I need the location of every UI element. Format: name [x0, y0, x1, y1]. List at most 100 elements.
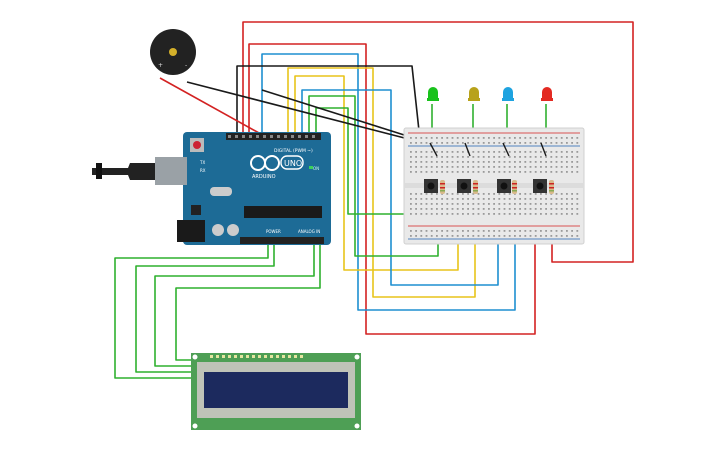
- breadboard-hole: [482, 166, 485, 168]
- breadboard-hole: [482, 156, 485, 158]
- breadboard-hole: [508, 171, 511, 173]
- lcd-16x2[interactable]: [191, 353, 361, 430]
- breadboard-hole: [514, 213, 516, 215]
- resistor-3[interactable]: [512, 180, 517, 194]
- wire-green-lcd-2[interactable]: [135, 244, 275, 373]
- breadboard-hole: [566, 142, 568, 144]
- breadboard-hole: [555, 151, 558, 153]
- buzzer-minus-label: -: [185, 62, 187, 69]
- breadboard-hole: [441, 171, 443, 173]
- breadboard-hole: [410, 193, 412, 195]
- breadboard-hole: [472, 198, 475, 200]
- breadboard-hole: [477, 156, 480, 158]
- breadboard-hole: [415, 151, 417, 153]
- breadboard-hole: [451, 137, 454, 139]
- arduino-uno[interactable]: DIGITAL (PWM ~) ARDUINO UNO ON TX RX POW…: [92, 132, 331, 245]
- breadboard-hole: [524, 193, 527, 195]
- wire-green-lcd-1[interactable]: [114, 244, 269, 379]
- breadboard-hole: [477, 151, 480, 153]
- led-green[interactable]: [427, 87, 439, 101]
- breadboard-holes: [410, 137, 579, 237]
- wire-green-lcd-4[interactable]: [175, 244, 321, 361]
- breadboard-hole: [430, 161, 433, 163]
- lcd-hole-br: [354, 423, 360, 429]
- wire-yellow-1[interactable]: [287, 67, 476, 298]
- breadboard-hole: [514, 161, 516, 163]
- breadboard-hole: [534, 151, 537, 153]
- breadboard-hole: [540, 142, 542, 144]
- pushbutton-1[interactable]: [424, 179, 438, 193]
- breadboard-hole: [498, 161, 501, 163]
- breadboard-hole: [524, 137, 527, 139]
- breadboard-hole: [488, 142, 490, 144]
- wire-black-buzzer[interactable]: [186, 81, 421, 143]
- pushbutton-3[interactable]: [497, 179, 511, 193]
- breadboard-hole: [467, 193, 469, 195]
- resistor-4[interactable]: [549, 180, 554, 194]
- breadboard-hole: [451, 213, 454, 215]
- breadboard-hole: [540, 137, 542, 139]
- breadboard-hole: [451, 171, 454, 173]
- breadboard-hole: [456, 161, 459, 163]
- breadboard-hole: [420, 198, 423, 200]
- breadboard-hole: [488, 166, 490, 168]
- wire-green-1[interactable]: [308, 95, 439, 257]
- breadboard[interactable]: [403, 127, 585, 245]
- led-red[interactable]: [541, 87, 553, 101]
- breadboard-hole: [529, 193, 532, 195]
- breadboard-hole: [498, 213, 501, 215]
- wire-red-top-loop[interactable]: [242, 21, 634, 263]
- breadboard-hole: [425, 156, 428, 158]
- wire-green-2[interactable]: [315, 107, 425, 215]
- breadboard-hole: [410, 161, 412, 163]
- breadboard-hole: [524, 161, 527, 163]
- piezo-buzzer[interactable]: + -: [150, 29, 196, 75]
- breadboard-hole: [545, 203, 547, 205]
- pushbutton-4[interactable]: [533, 179, 547, 193]
- breadboard-hole: [571, 161, 573, 163]
- breadboard-hole: [576, 213, 579, 215]
- breadboard-hole: [560, 161, 563, 163]
- breadboard-hole: [498, 230, 501, 232]
- led-yellow[interactable]: [468, 87, 480, 101]
- breadboard-hole: [576, 171, 579, 173]
- wire-yellow-2[interactable]: [294, 75, 459, 271]
- breadboard-hole: [451, 161, 454, 163]
- wire-green-lcd-3[interactable]: [154, 244, 315, 367]
- resistor-2[interactable]: [473, 180, 478, 194]
- breadboard-hole: [456, 156, 459, 158]
- wire-red-2[interactable]: [248, 43, 536, 335]
- wire-black-gnd[interactable]: [236, 65, 421, 141]
- led-leads: [429, 142, 547, 157]
- breadboard-hole: [493, 208, 495, 210]
- pushbutton-2[interactable]: [457, 179, 471, 193]
- breadboard-hole: [545, 161, 547, 163]
- breadboard-hole: [441, 203, 443, 205]
- breadboard-hole: [519, 208, 521, 210]
- breadboard-hole: [415, 137, 417, 139]
- breadboard-hole: [446, 161, 449, 163]
- breadboard-hole: [498, 156, 501, 158]
- breadboard-hole: [462, 171, 464, 173]
- breadboard-hole: [519, 198, 521, 200]
- wire-blue-1[interactable]: [261, 53, 516, 311]
- breadboard-hole: [545, 151, 547, 153]
- breadboard-hole: [571, 137, 573, 139]
- breadboard-hole: [498, 193, 501, 195]
- breadboard-hole: [420, 161, 423, 163]
- breadboard-hole: [456, 166, 459, 168]
- breadboard-hole: [482, 142, 485, 144]
- wire-red-buzzer[interactable]: [159, 77, 269, 139]
- breadboard-hole: [467, 142, 469, 144]
- breadboard-hole: [534, 171, 537, 173]
- breadboard-hole: [456, 208, 459, 210]
- breadboard-hole: [420, 137, 423, 139]
- resistor-1[interactable]: [440, 180, 445, 194]
- breadboard-hole: [550, 213, 553, 215]
- breadboard-hole: [451, 193, 454, 195]
- wire-blue-2[interactable]: [301, 89, 499, 286]
- wire-black-diag[interactable]: [261, 89, 421, 141]
- breadboard-hole: [519, 161, 521, 163]
- led-blue[interactable]: [502, 87, 514, 101]
- breadboard-hole: [566, 203, 568, 205]
